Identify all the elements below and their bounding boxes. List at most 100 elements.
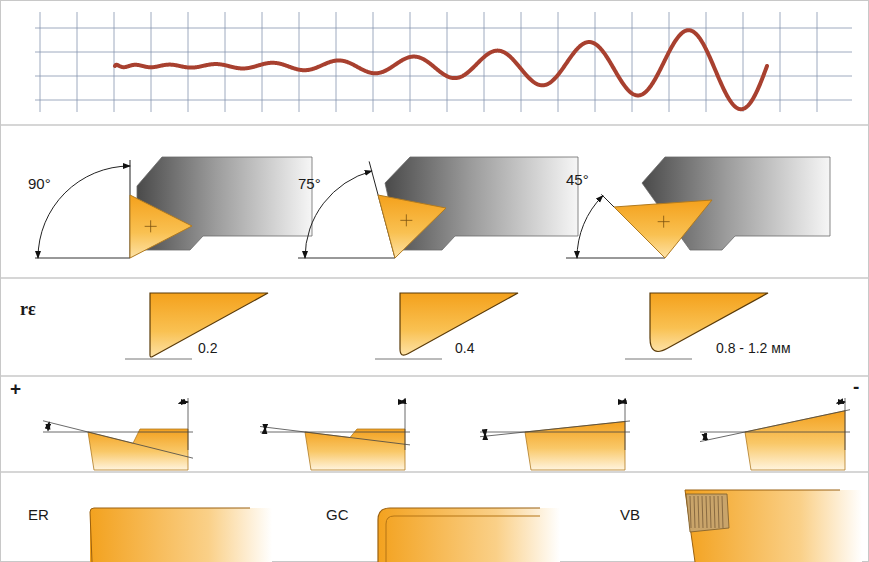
insert (378, 195, 446, 258)
grid-line (743, 12, 744, 112)
grid-line (558, 12, 559, 112)
base-line (125, 359, 192, 360)
vertical-reference (188, 398, 189, 450)
grid-line (410, 12, 411, 112)
label: GC (326, 507, 349, 522)
grid-line (817, 12, 818, 112)
label: 0.4 (455, 341, 474, 355)
grid-line (299, 12, 300, 112)
insert-section (745, 411, 845, 470)
rake-line (700, 410, 850, 442)
reference-line (260, 432, 410, 433)
insert-section (305, 429, 405, 470)
insert-section (88, 429, 188, 470)
grid-line (447, 12, 448, 112)
angle-arc (620, 402, 625, 403)
label: + (10, 379, 21, 398)
tool-holder-group (566, 157, 830, 258)
grid-line (77, 12, 78, 112)
nose-radius-insert (400, 293, 518, 355)
label: 0.2 (198, 341, 217, 355)
angle-arc (399, 402, 405, 404)
rake-section (260, 398, 410, 470)
vertical-reference (625, 398, 626, 450)
panel-divider (0, 471, 869, 473)
label: ER (28, 507, 49, 522)
wear-stripe (690, 496, 691, 528)
rake-line (43, 421, 193, 458)
insert-section (525, 421, 625, 470)
worn-outline (685, 490, 840, 562)
grid-line (262, 12, 263, 112)
angle-arc (38, 166, 130, 258)
wear-stripe (706, 496, 707, 528)
reference-line (480, 432, 630, 433)
grid-line (521, 12, 522, 112)
tool-holder-group (35, 157, 312, 258)
insert (614, 200, 712, 258)
base-line (625, 359, 692, 360)
flank-wear (686, 494, 729, 532)
feed-base-line (298, 258, 395, 259)
grid-line (225, 12, 226, 112)
angle-arc (705, 433, 707, 440)
label: 0.8 - 1.2 мм (716, 341, 791, 355)
panel-divider (0, 375, 869, 377)
edge-rounding-insert (90, 508, 272, 562)
grid-line (484, 12, 485, 112)
insert-center-mark (658, 216, 670, 228)
vibration-wave (115, 30, 767, 109)
angle-arc (48, 422, 49, 430)
wear-stripe (722, 496, 723, 528)
grid-line (595, 12, 596, 112)
label: 75° (298, 176, 321, 191)
label: - (853, 377, 859, 396)
wear-stripe (710, 496, 711, 528)
feed-base-line (566, 258, 665, 259)
base-line (375, 359, 442, 360)
angle-arc (485, 433, 486, 436)
label: 90° (28, 176, 51, 191)
feed-base-line (35, 258, 130, 259)
coated-insert (378, 508, 560, 562)
label: VB (620, 507, 640, 522)
insert (130, 195, 192, 258)
worn-insert (685, 490, 862, 562)
panel-divider (0, 124, 869, 126)
insert-center-mark (145, 220, 157, 232)
rake-line (260, 426, 410, 444)
grid-line (780, 12, 781, 112)
angle-arc (577, 196, 603, 258)
angle-arc (179, 402, 188, 403)
insert-center-mark (400, 214, 412, 226)
nose-radius-insert (150, 293, 268, 357)
grid-line (188, 12, 189, 112)
grid-line (632, 12, 633, 112)
grid-line (706, 12, 707, 112)
label: 45° (566, 172, 589, 187)
tool-holder-group (298, 157, 578, 258)
reference-line (700, 432, 850, 433)
edge-outline (90, 508, 250, 562)
rake-section (700, 398, 850, 470)
grid (35, 12, 852, 112)
grid-line (35, 52, 852, 53)
wear-stripe (714, 496, 715, 528)
grid-line (40, 12, 41, 112)
wear-stripe (702, 496, 703, 528)
angle-arc (265, 427, 266, 430)
grid-line (151, 12, 152, 112)
rake-section (480, 398, 630, 470)
vertical-reference (405, 398, 406, 450)
coating-outline (378, 508, 540, 562)
coating-line (386, 516, 540, 562)
grid-line (35, 28, 852, 29)
label: rε (20, 300, 36, 318)
panel-divider (0, 277, 869, 279)
wear-stripe (694, 496, 695, 528)
vertical-reference (845, 398, 846, 450)
rake-line (480, 421, 630, 437)
